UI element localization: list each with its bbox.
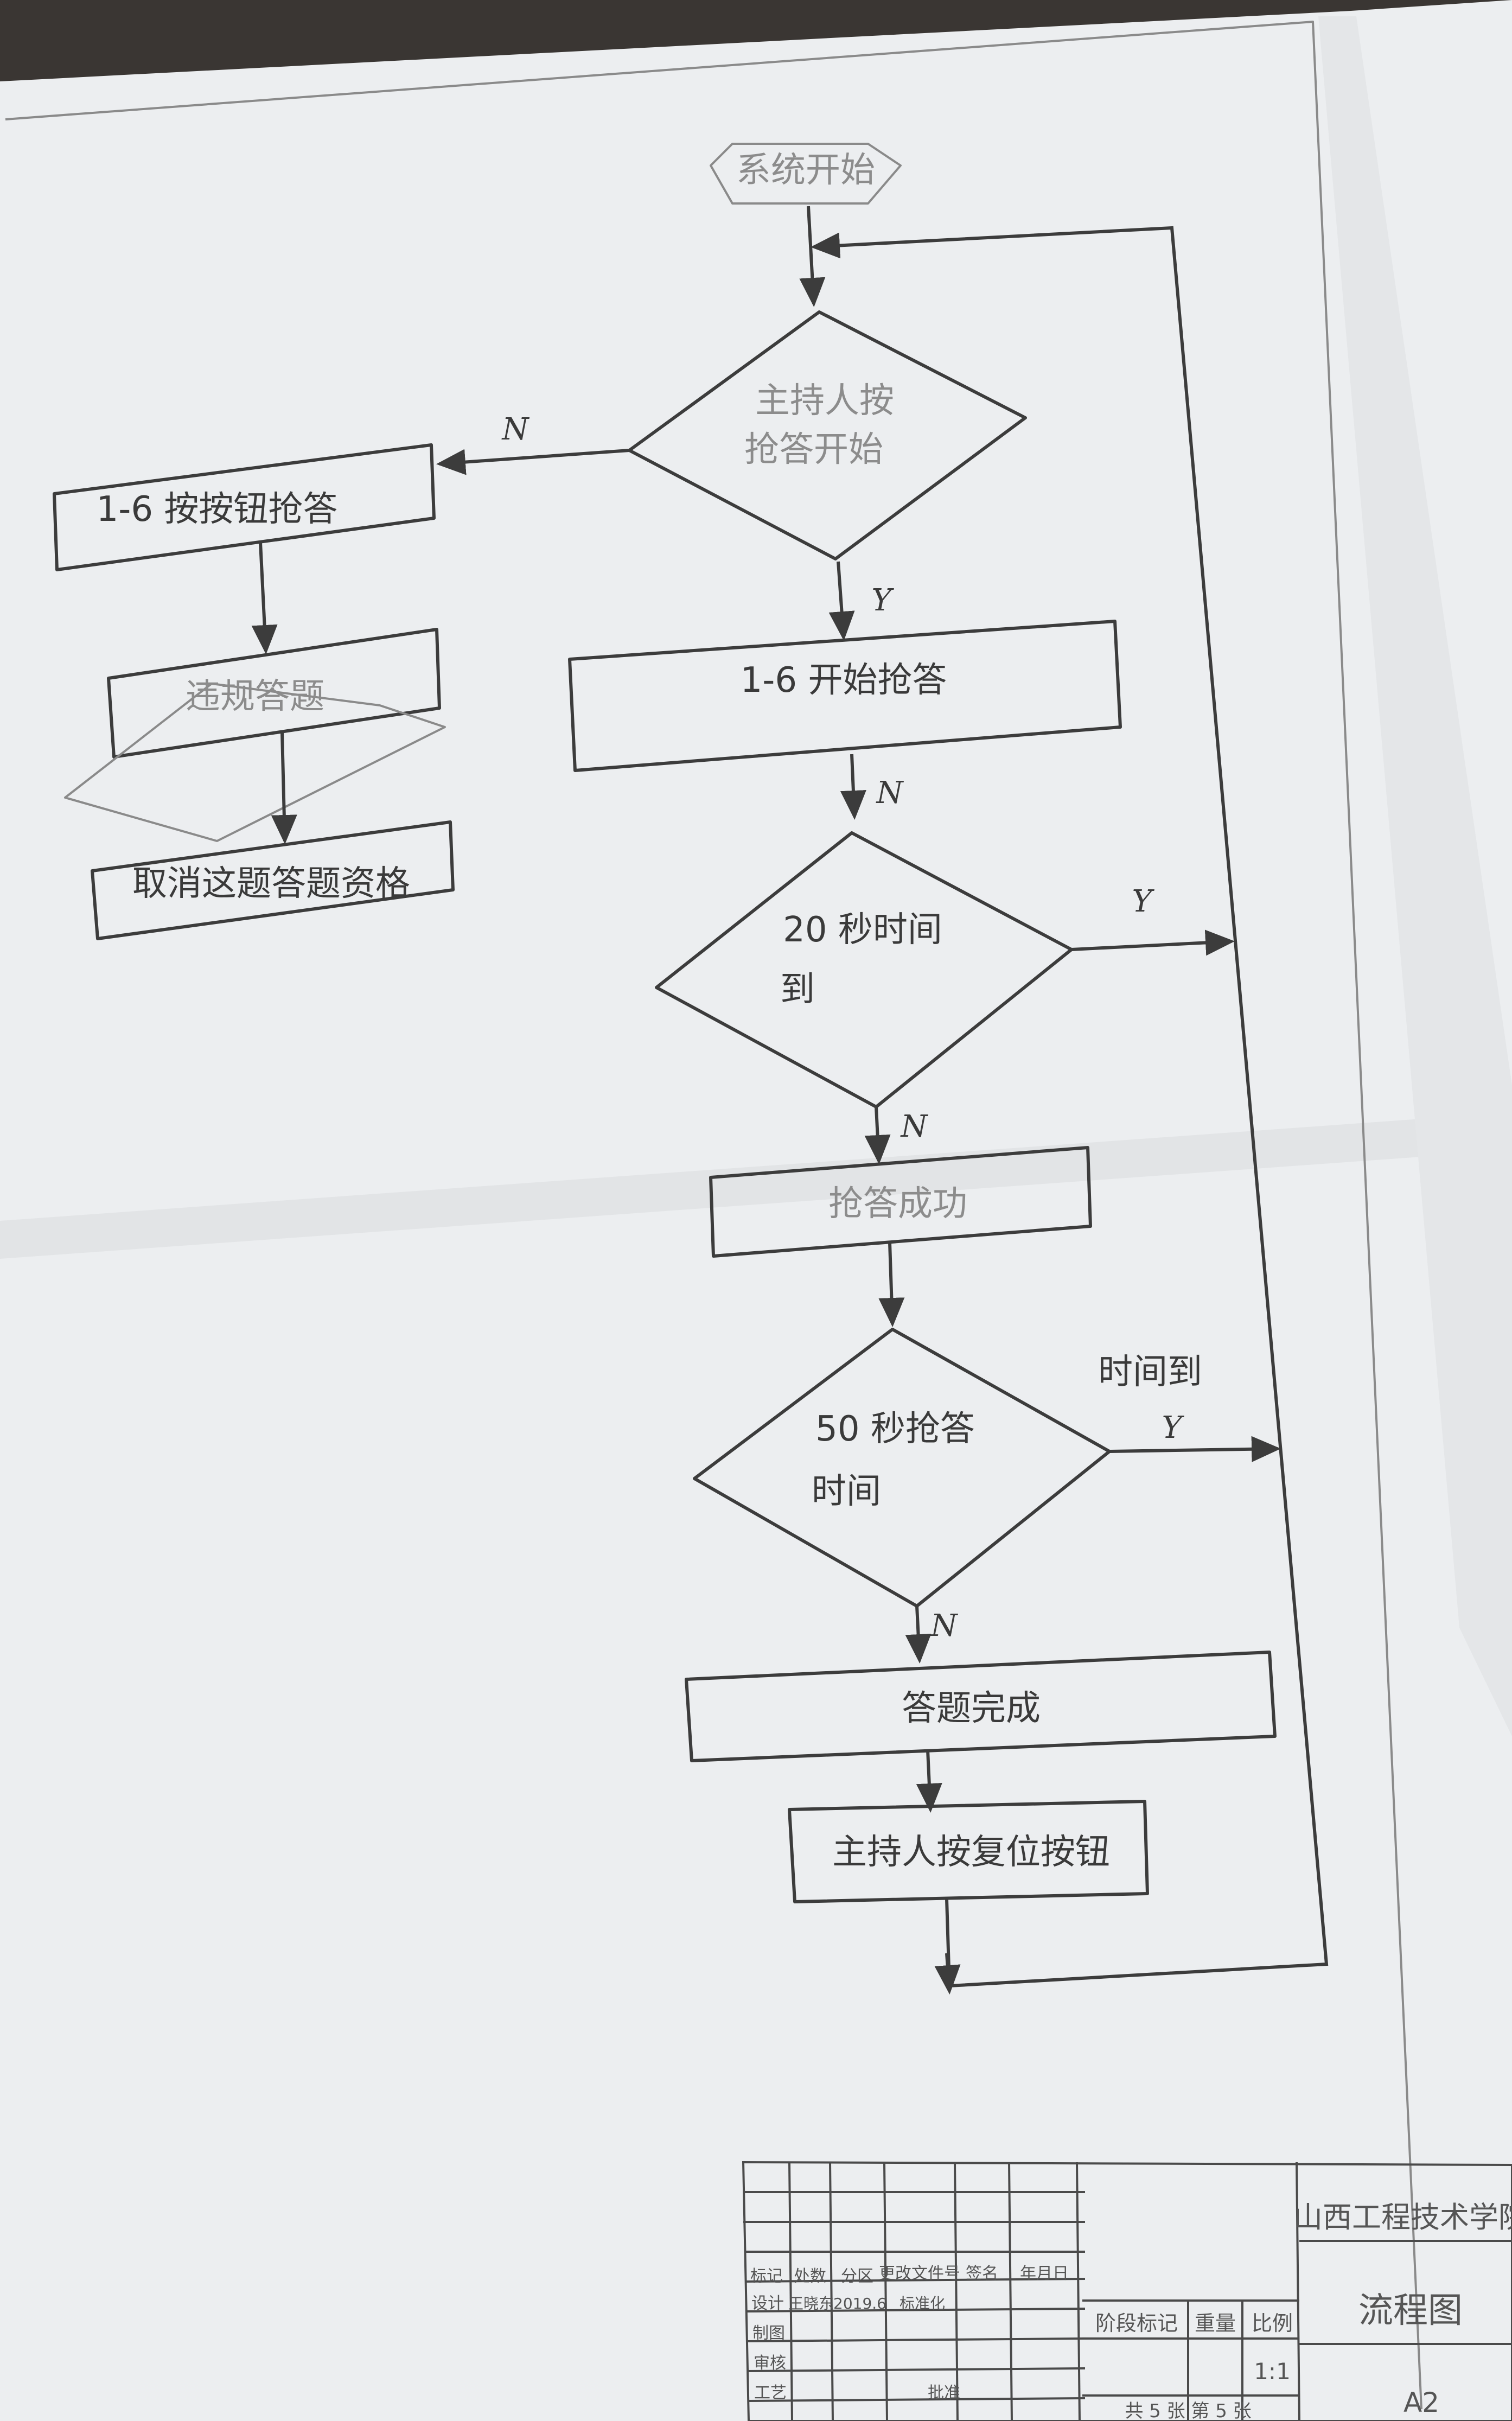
header-change-no: 更改文件号 bbox=[879, 2264, 960, 2283]
decision-20s-line1: 20 秒时间 bbox=[783, 910, 942, 950]
decision-20s-line2: 到 bbox=[780, 970, 815, 1010]
start-label: 系统开始 bbox=[736, 150, 875, 190]
header-count: 处数 bbox=[794, 2267, 826, 2286]
label-timeout: 时间到 bbox=[1098, 1352, 1202, 1392]
label-y-20s: Y bbox=[1132, 884, 1155, 919]
paper-fold bbox=[0, 1112, 1512, 1259]
row-design: 设计 bbox=[751, 2294, 784, 2313]
paper-fold-right bbox=[1318, 16, 1512, 1736]
box-done bbox=[685, 1651, 1277, 1762]
box-violation bbox=[107, 628, 441, 759]
arrow-20s-timeout bbox=[1071, 929, 1235, 956]
box-done-label: 答题完成 bbox=[902, 1689, 1041, 1729]
arrow-success-to-50s bbox=[878, 1242, 905, 1327]
arrow-20s-to-success bbox=[864, 1106, 891, 1164]
box-press-buttons bbox=[53, 443, 436, 571]
approve-label: 批准 bbox=[928, 2384, 960, 2403]
box-violation-label: 违规答题 bbox=[186, 677, 324, 717]
design-name: 王晓东 bbox=[788, 2295, 834, 2312]
decision-50s-line2: 时间 bbox=[812, 1471, 881, 1512]
label-n-left: N bbox=[501, 412, 530, 447]
header-mark: 标记 bbox=[750, 2267, 783, 2286]
scale-value: 1:1 bbox=[1254, 2358, 1291, 2385]
row-review: 审核 bbox=[754, 2354, 786, 2373]
box-reset bbox=[788, 1800, 1149, 1903]
box-start-answer bbox=[568, 620, 1122, 772]
label-n-50s: N bbox=[930, 1608, 959, 1643]
design-standard: 标准化 bbox=[899, 2295, 945, 2312]
header-zone: 分区 bbox=[841, 2267, 873, 2286]
label-n-20s-top: N bbox=[876, 775, 904, 811]
box-success bbox=[709, 1146, 1092, 1258]
arrow-reset-down bbox=[934, 1953, 961, 1995]
drawing-name: 流程图 bbox=[1358, 2291, 1463, 2331]
arrow-decision-to-start-answer bbox=[828, 561, 855, 641]
stage-mark-label: 阶段标记 bbox=[1095, 2311, 1178, 2335]
title-block: 山西工程技术学院 流程图 A2 阶段标记 重量 比例 1:1 共 5 张 第 5… bbox=[742, 2161, 1512, 2421]
start-terminator bbox=[710, 143, 902, 205]
box-start-answer-label: 1-6 开始抢答 bbox=[741, 660, 947, 700]
label-y-50s: Y bbox=[1162, 1410, 1185, 1445]
header-date: 年月日 bbox=[1020, 2264, 1069, 2283]
arrow-50s-timeout bbox=[1109, 1436, 1281, 1462]
arrow-to-decision-20s bbox=[840, 754, 866, 820]
arrow-decision-to-left bbox=[436, 449, 630, 475]
ratio-label: 比例 bbox=[1252, 2311, 1293, 2335]
decision-host-start-line1: 主持人按 bbox=[755, 381, 894, 421]
sheet-size: A2 bbox=[1403, 2387, 1439, 2418]
school-name: 山西工程技术学院 bbox=[1293, 2200, 1512, 2234]
label-y-decision1: Y bbox=[872, 583, 895, 618]
decision-host-start bbox=[628, 310, 1027, 560]
box-reset-label: 主持人按复位按钮 bbox=[832, 1832, 1110, 1872]
decision-50s-line1: 50 秒抢答 bbox=[815, 1409, 975, 1449]
decision-host-start-line2: 抢答开始 bbox=[744, 430, 883, 470]
weight-label: 重量 bbox=[1195, 2311, 1236, 2335]
sheet-count: 共 5 张 第 5 张 bbox=[1125, 2400, 1251, 2421]
arrow-50s-to-done bbox=[905, 1605, 932, 1664]
box-success-label: 抢答成功 bbox=[828, 1184, 967, 1224]
arrow-press-to-violation bbox=[251, 542, 278, 654]
drawing-frame bbox=[5, 21, 1422, 2410]
box-cancel-label: 取消这题答题资格 bbox=[132, 864, 410, 904]
arrow-done-to-reset bbox=[916, 1749, 942, 1813]
box-cancel bbox=[91, 820, 455, 940]
header-signature: 签名 bbox=[966, 2264, 998, 2283]
design-date: 2019.6 bbox=[833, 2295, 886, 2312]
row-drawing: 制图 bbox=[752, 2324, 785, 2343]
label-n-20s: N bbox=[900, 1109, 929, 1144]
box-press-buttons-label: 1-6 按按钮抢答 bbox=[97, 489, 338, 530]
box-violation-faint-diamond bbox=[64, 683, 446, 842]
arrow-violation-to-cancel bbox=[271, 732, 297, 844]
row-process: 工艺 bbox=[754, 2384, 787, 2403]
